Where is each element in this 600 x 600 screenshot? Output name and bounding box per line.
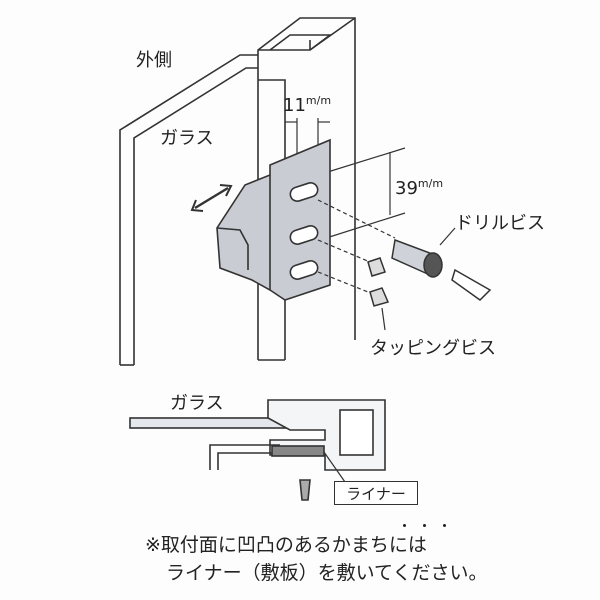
note-line-1: ※取付面に凹凸のあるかまちには — [145, 534, 427, 556]
liner-label: ライナー — [334, 481, 418, 505]
outside-label: 外側 — [136, 50, 172, 71]
cross-section — [129, 399, 386, 501]
emphasis-dot — [423, 524, 426, 527]
width-dimension-label: 11m/m — [283, 95, 331, 115]
screw-guide-lines — [317, 199, 396, 293]
tapping-screw-icon — [367, 257, 390, 307]
width-value: 11 — [283, 95, 306, 116]
emphasis-dot — [403, 524, 406, 527]
emphasis-dot — [443, 524, 446, 527]
drill-screw-icon — [391, 238, 492, 301]
dimension-39mm — [317, 147, 406, 241]
tapping-screw-label: タッピングビス — [370, 338, 496, 359]
drill-screw-label: ドリルビス — [455, 213, 545, 234]
liner-plate — [271, 445, 325, 457]
height-value: 39 — [395, 178, 418, 199]
slide-arrow-icon — [190, 184, 233, 212]
width-unit: m/m — [305, 94, 332, 107]
glass-section-label: ガラス — [170, 393, 224, 414]
height-unit: m/m — [417, 177, 444, 190]
door-frame — [119, 54, 258, 366]
glass-holder-bracket — [216, 138, 331, 301]
glass-label: ガラス — [160, 128, 214, 149]
height-dimension-label: 39m/m — [395, 178, 443, 198]
note-line-2: ライナー（敷板）を敷いてください。 — [166, 562, 488, 584]
glass-pane — [129, 417, 291, 429]
screw-icon — [299, 479, 311, 501]
